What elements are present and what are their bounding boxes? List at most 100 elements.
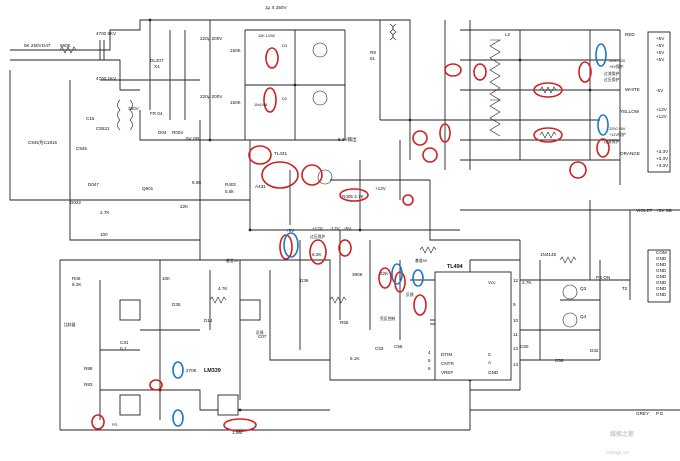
label-x4: X4 <box>154 64 160 69</box>
highlight-lm-b <box>309 239 327 265</box>
gnd-4: GND <box>656 274 667 279</box>
lm-r88: R88 <box>84 366 93 371</box>
highlight-d04 <box>412 130 428 146</box>
label-d47: D47 <box>42 43 51 48</box>
label-lm339: LM339 <box>204 368 221 374</box>
tl494-c55: C55 <box>394 344 403 349</box>
label-150k-a: 150K <box>230 48 242 53</box>
lm339-comparator-a <box>119 299 141 321</box>
label-r004: R004 <box>172 130 183 135</box>
label-tl431: TL431 <box>274 151 287 156</box>
label-5vsb: 5V SB <box>186 136 199 141</box>
tl494-c60: C60 <box>520 344 529 349</box>
lm-note-fb: 反馈 <box>256 330 264 335</box>
tl494-2-7k: 2.7K <box>522 280 532 285</box>
tl494-pin-11: 11 <box>513 332 518 337</box>
lm-in-minus5: -5V <box>344 226 352 231</box>
rail-violet-1: +5V SB <box>656 208 672 213</box>
tl494-5-1k: 5.1K <box>350 356 360 361</box>
label-6-8k: 6.8K <box>192 180 202 185</box>
label-fr104: FR 04 <box>150 111 163 116</box>
rail-orange-3: +3.3V <box>656 163 669 168</box>
tl494-pin-vcc: Vcc <box>488 280 496 285</box>
gnd-1: GND <box>656 256 667 261</box>
tl494-note-dead: 死区控制 <box>380 316 395 321</box>
lm-in-12v: +12V <box>312 226 324 231</box>
blue-zener <box>172 361 184 379</box>
gnd-com: COM <box>656 250 667 255</box>
highlight-q-aux <box>301 164 323 186</box>
blue-lm-ref <box>391 263 403 285</box>
rail-orange: ORANGE <box>620 151 640 156</box>
highlight-lm-d <box>378 267 392 289</box>
note-ovp-b: 过压保护 <box>604 77 619 82</box>
highlight-out-diode <box>444 63 462 77</box>
lm339-comparator-d <box>217 394 239 416</box>
tl494-name: TL494 <box>447 264 463 270</box>
label-c15: C15 <box>86 116 95 121</box>
rail-violet: VIOLET <box>636 208 653 213</box>
gnd-7: GND <box>656 292 667 297</box>
lm-in-5v: +5V <box>286 228 295 233</box>
highlight-lm-e <box>394 271 406 293</box>
blue-lm-in <box>283 232 299 258</box>
label-d047: D047 <box>88 182 99 187</box>
lm-d35: D35 <box>172 302 181 307</box>
lm-r83: R83 <box>84 382 93 387</box>
rail-red: RED <box>625 32 635 37</box>
label-r8: R8 <box>370 50 376 55</box>
note-12vprot: +12V保护 <box>609 132 626 137</box>
rail-red-1: +5V <box>656 36 665 41</box>
note-ovp-a: 过流保护 <box>604 71 619 76</box>
highlight-res-b <box>578 61 592 83</box>
label-4700-5kv: 4700 5KV <box>96 31 117 36</box>
label-22k: 22K <box>180 204 189 209</box>
note-2200-10v: 2200 10V <box>609 59 626 63</box>
highlight-minus5 <box>596 138 610 158</box>
highlight-r53 <box>91 414 105 430</box>
rail-grey: GREY <box>636 411 649 416</box>
tl494-pin-c: C <box>488 352 492 357</box>
tl494-pin-14: 14 <box>513 362 519 367</box>
drive-q3: Q3 <box>580 286 587 291</box>
highlight-tl431 <box>261 161 299 189</box>
note-2200-16v: 2200 16V <box>609 127 626 131</box>
lm-22k: 22K <box>380 271 389 276</box>
lm339-comparator-b <box>239 299 261 321</box>
gnd-connector <box>647 249 671 303</box>
lm339-comparator-c <box>119 394 141 416</box>
label-bulk-b: 220μ 200V <box>200 94 223 99</box>
label-mosfet: Q601 <box>142 186 154 191</box>
rail-red-3: +5V <box>656 50 665 55</box>
rail-yellow-1: +12V <box>656 107 668 112</box>
lm-r06: R06 <box>72 276 81 281</box>
tl494-pin-10: 10 <box>513 318 519 323</box>
highlight-12v-choke <box>533 127 563 143</box>
lm-6-2k: 6.2K <box>312 252 322 257</box>
lm-d14: D14 <box>204 318 213 323</box>
lm-d36: D36 <box>300 278 309 283</box>
label-plus12: +12V <box>375 186 387 191</box>
rail-yellow: YELLOW <box>620 109 640 114</box>
highlight-res-a <box>473 63 487 81</box>
label-100: 100 <box>100 232 108 237</box>
circuit-wiring <box>9 18 680 431</box>
tl494-c56: C56 <box>555 358 564 363</box>
label-r402: R402 <box>225 182 236 187</box>
label-d04: D04 <box>158 130 167 135</box>
rail-grey-1: P.G <box>656 411 664 416</box>
label-l2: L2 <box>505 32 511 37</box>
label-150k-b: 150K <box>230 100 242 105</box>
label-5v3: 5.3V输出 <box>338 136 357 143</box>
lm-1-5m: 1.5M <box>232 430 242 435</box>
highlight-d43 <box>402 194 414 206</box>
tl494-d32: D32 <box>590 348 599 353</box>
tl494-pin-6: 6 <box>428 366 431 371</box>
lm-8-2k: 8.2K <box>72 282 82 287</box>
gnd-6: GND <box>656 286 667 291</box>
highlight-c45 <box>223 418 257 432</box>
tl494-pin-gnd: GND <box>488 370 499 375</box>
highlight-tl-pin3 <box>413 294 427 316</box>
tl494-pin-vref: VREF <box>441 370 453 375</box>
